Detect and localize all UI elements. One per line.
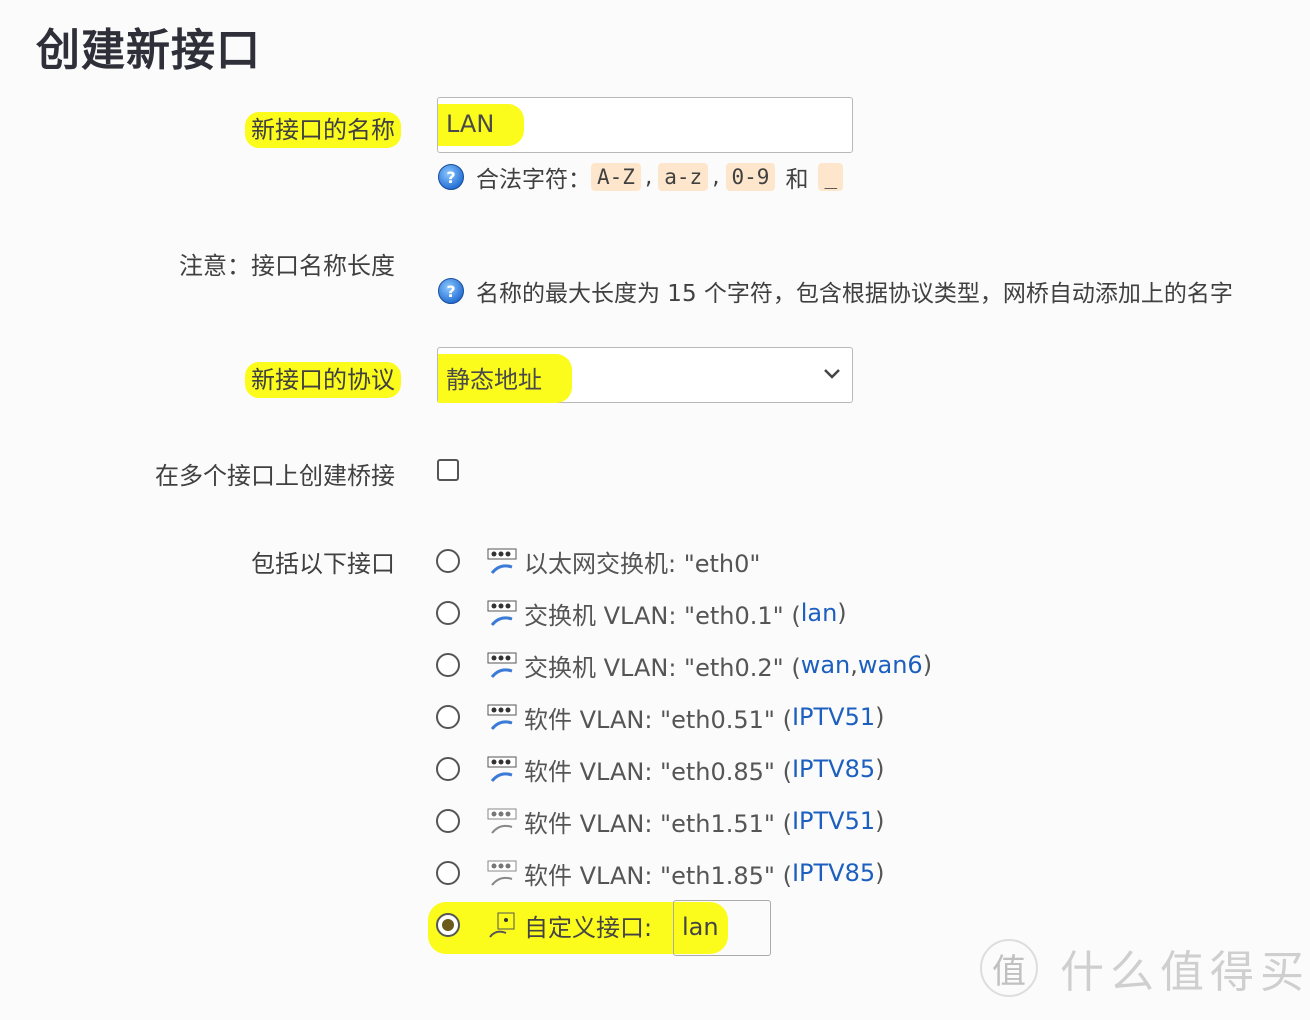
watermark-text: 什么值得买 — [1060, 947, 1310, 998]
highlight-mark — [428, 902, 728, 954]
network-switch-disabled-icon — [487, 808, 517, 834]
page-title: 创建新接口 — [36, 25, 261, 76]
interface-option-eth0-51[interactable]: 软件 VLAN: "eth0.51" (IPTV51) — [436, 697, 885, 737]
radio-button[interactable] — [436, 757, 460, 781]
radio-button[interactable] — [436, 549, 460, 573]
custom-interface-icon — [489, 912, 515, 938]
link-wan6[interactable]: wan6 — [857, 651, 923, 679]
name-hint: ? 合法字符： A-Z, a-z, 0-9 和 _ — [438, 160, 844, 194]
token-digits: 0-9 — [725, 163, 776, 191]
bridge-label: 在多个接口上创建桥接 — [155, 462, 395, 490]
interface-option-eth0-2[interactable]: 交换机 VLAN: "eth0.2" (wan, wan6) — [436, 645, 932, 685]
interfaces-label: 包括以下接口 — [251, 550, 395, 578]
link-iptv85[interactable]: IPTV85 — [791, 755, 876, 783]
interface-name-value: LAN — [438, 104, 525, 146]
radio-button[interactable] — [436, 809, 460, 833]
watermark: 值 什么值得买 — [980, 936, 1310, 1000]
link-lan[interactable]: lan — [800, 599, 838, 627]
custom-interface-input[interactable]: lan — [673, 900, 771, 956]
help-icon: ? — [438, 278, 464, 304]
interface-option-eth0-1[interactable]: 交换机 VLAN: "eth0.1" (lan) — [436, 593, 847, 633]
bridge-checkbox[interactable] — [437, 459, 459, 481]
protocol-label: 新接口的协议 — [245, 360, 401, 398]
radio-button[interactable] — [436, 861, 460, 885]
interface-option-eth1-51[interactable]: 软件 VLAN: "eth1.51" (IPTV51) — [436, 801, 885, 841]
network-switch-icon — [487, 548, 517, 574]
note-hint: ? 名称的最大长度为 15 个字符，包含根据协议类型，网桥自动添加上的名字 — [438, 274, 1233, 308]
token-lowercase: a-z — [658, 163, 709, 191]
radio-button[interactable] — [436, 653, 460, 677]
link-iptv85[interactable]: IPTV85 — [791, 859, 876, 887]
radio-button[interactable] — [436, 705, 460, 729]
note-label: 注意：接口名称长度 — [179, 252, 395, 280]
network-switch-icon — [487, 652, 517, 678]
network-switch-icon — [487, 600, 517, 626]
token-uppercase: A-Z — [591, 163, 641, 191]
protocol-select[interactable]: 静态地址 — [437, 347, 853, 403]
link-wan[interactable]: wan — [800, 651, 851, 679]
watermark-badge: 值 — [980, 939, 1038, 997]
radio-button-selected[interactable] — [436, 913, 460, 937]
interface-option-custom[interactable]: 自定义接口: — [436, 905, 652, 945]
help-icon: ? — [438, 164, 464, 190]
network-switch-disabled-icon — [487, 860, 517, 886]
interface-option-eth1-85[interactable]: 软件 VLAN: "eth1.85" (IPTV85) — [436, 853, 885, 893]
link-iptv51[interactable]: IPTV51 — [791, 807, 876, 835]
chevron-down-icon — [824, 369, 840, 379]
name-label: 新接口的名称 — [245, 110, 401, 148]
link-iptv51[interactable]: IPTV51 — [791, 703, 876, 731]
radio-button[interactable] — [436, 601, 460, 625]
network-switch-icon — [487, 756, 517, 782]
interface-option-eth0[interactable]: 以太网交换机: "eth0" — [436, 541, 760, 581]
interface-name-input[interactable]: LAN — [437, 97, 853, 153]
token-underscore: _ — [818, 163, 844, 191]
protocol-selected: 静态地址 — [438, 354, 572, 403]
network-switch-icon — [487, 704, 517, 730]
interface-option-eth0-85[interactable]: 软件 VLAN: "eth0.85" (IPTV85) — [436, 749, 885, 789]
